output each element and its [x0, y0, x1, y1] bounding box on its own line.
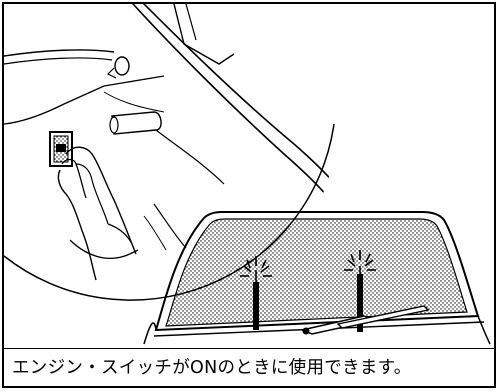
- washer-spray-icon: [344, 250, 376, 332]
- dashboard-inset: [4, 4, 339, 301]
- rear-window: [143, 211, 491, 345]
- washer-spray-icon: [240, 256, 272, 330]
- rear-defogger-switch-icon: [49, 131, 73, 167]
- rear-wiper: [299, 305, 430, 335]
- manual-figure-frame: エンジン・スイッチがONのときに使用できます。: [2, 2, 496, 388]
- caption-divider: [4, 348, 494, 349]
- manual-illustration: [4, 4, 491, 345]
- figure-caption: エンジン・スイッチがONのときに使用できます。: [12, 358, 412, 378]
- hand-illustration: [57, 146, 187, 281]
